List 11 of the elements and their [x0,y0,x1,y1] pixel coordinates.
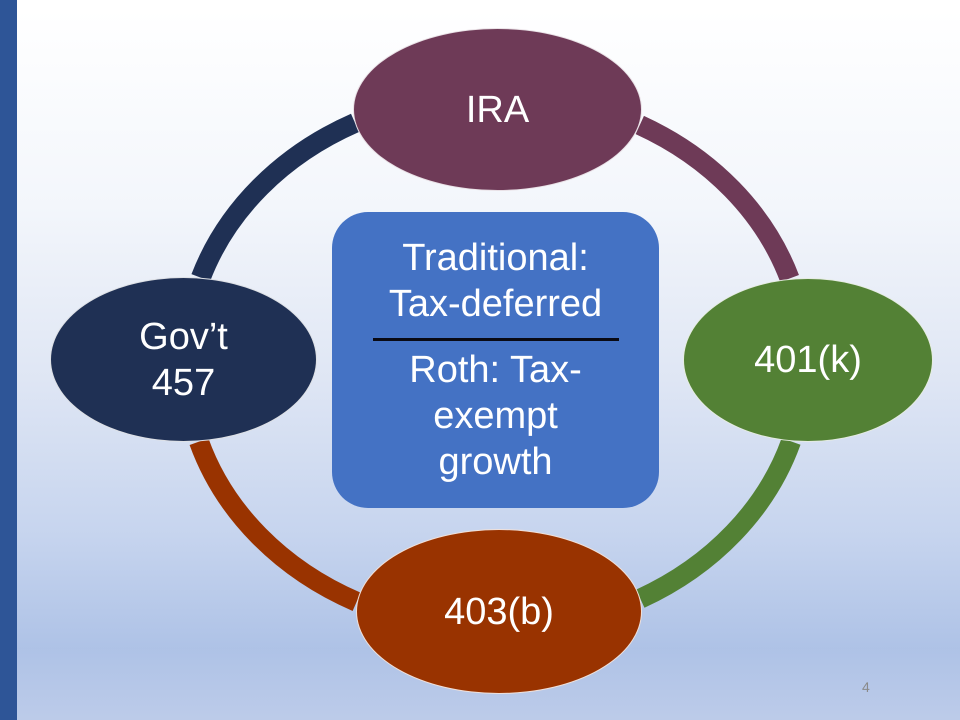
plan-label: 403(b) [443,590,555,634]
ring-arc-connector [190,438,362,611]
panel-text: Traditional: Tax-deferred [388,236,604,327]
plan-label: 401(k) [753,338,863,383]
info-panel [332,212,659,508]
panel-text: Roth: Tax-exempt growth [408,348,583,485]
ring-arc-connector [635,116,799,283]
page-number: 4 [862,679,870,695]
ring-arc-connector [636,437,800,608]
plan-label: Gov’t 457 [138,314,229,406]
plan-label: IRA [464,88,530,132]
